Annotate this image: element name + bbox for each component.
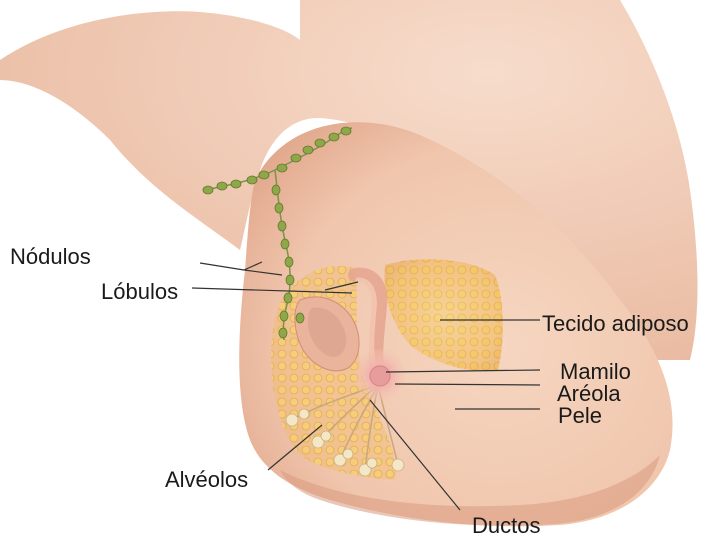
label-nodulos: Nódulos — [10, 246, 91, 268]
label-alveolos: Alvéolos — [165, 469, 248, 491]
label-pele: Pele — [558, 405, 602, 427]
label-mamilo: Mamilo — [560, 361, 631, 383]
label-areola: Aréola — [557, 383, 621, 405]
label-tecido-adiposo: Tecido adiposo — [542, 313, 689, 335]
label-ductos: Ductos — [472, 515, 540, 537]
pointer-nodulos — [200, 263, 244, 270]
nipple — [370, 366, 390, 386]
label-lobulos: Lóbulos — [101, 281, 178, 303]
